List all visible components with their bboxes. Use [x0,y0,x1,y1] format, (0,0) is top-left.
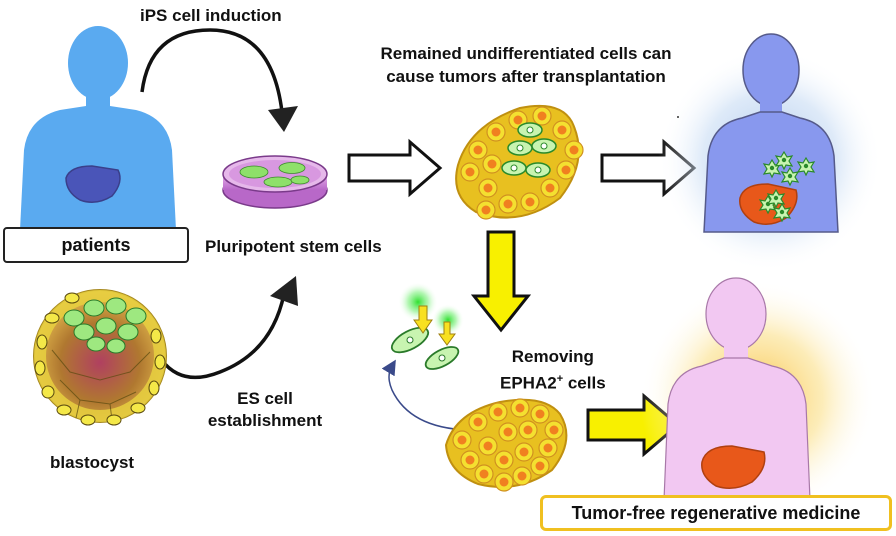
removing-line-1: Removing [511,347,594,366]
es-line-1: ES cell [237,389,293,408]
removing-line-2: EPHA2+ cells [500,368,606,395]
blastocyst-label: blastocyst [50,453,135,472]
patients-label: patients [3,227,189,263]
yellow-down-arrow [470,230,532,333]
es-line-2: establishment [207,411,323,430]
tumor-free-label: Tumor-free regenerative medicine [540,495,892,531]
tumor-patient-icon [658,33,882,272]
ips-induction-label: iPS cell induction [140,6,282,25]
patient-icon [20,26,176,230]
purified-cell-cluster-icon [444,398,568,492]
ips-induction-arrow [140,28,298,132]
sort-arrow [381,359,469,431]
healthy-liver-icon [701,445,766,489]
outline-arrow-1 [347,138,443,198]
es-establishment-caption: ES cell establishment [190,388,340,432]
tumor-risk-line-2: cause tumors after transplantation [386,67,666,86]
liver-icon [65,165,121,203]
es-establishment-arrow [148,276,298,380]
epha2-sup: + [556,373,564,385]
removing-epha2-caption: Removing EPHA2+ cells [500,346,606,395]
tumor-risk-line-1: Remained undifferentiated cells can [380,44,672,63]
epha2-positive-cells-icon [390,282,464,370]
treated-patient-icon [640,277,876,516]
mixed-cell-cluster-icon [455,104,584,220]
blastocyst-icon [33,289,167,426]
cells-text: cells [563,373,606,393]
culture-dish-icon [222,155,328,209]
pluripotent-stem-cells-label: Pluripotent stem cells [205,237,382,256]
epha2-text: EPHA2 [500,373,557,393]
tumor-risk-caption: Remained undifferentiated cells can caus… [326,42,726,88]
